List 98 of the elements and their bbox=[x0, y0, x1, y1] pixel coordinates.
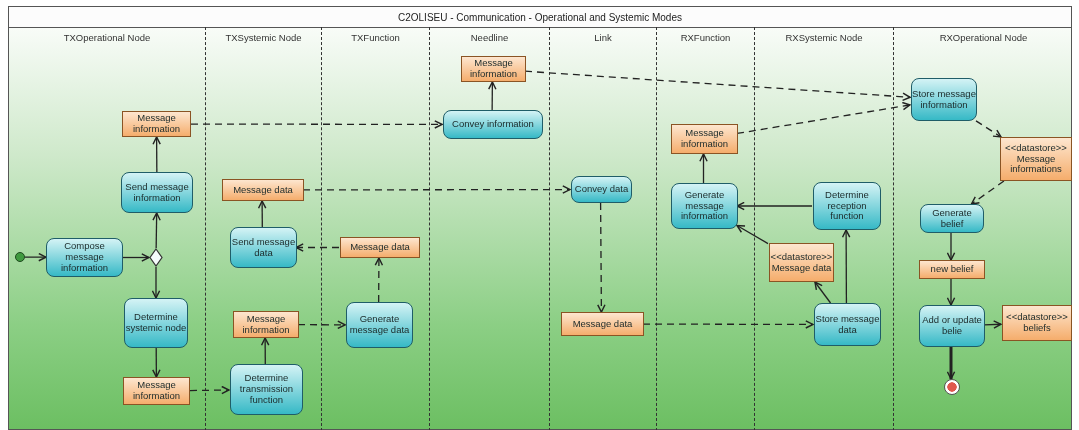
arrow bbox=[524, 70, 911, 102]
node-label: Generate message information bbox=[680, 189, 729, 223]
object-box bbox=[561, 312, 644, 336]
action-box bbox=[920, 204, 984, 233]
object-box bbox=[340, 237, 420, 258]
action-box bbox=[919, 305, 985, 347]
arrow bbox=[257, 200, 267, 228]
node-label: Determine systemic node bbox=[125, 312, 187, 334]
node-label: Determine transmission function bbox=[238, 373, 295, 406]
arrow bbox=[302, 185, 571, 194]
node-label: Convey data bbox=[574, 184, 629, 195]
arrow bbox=[841, 229, 851, 304]
arrow bbox=[295, 243, 340, 252]
arrow bbox=[374, 257, 384, 303]
arrow bbox=[190, 120, 443, 129]
arrow bbox=[975, 120, 1002, 138]
action-box bbox=[46, 238, 123, 277]
node-label: Determine reception function bbox=[824, 189, 870, 223]
action-box bbox=[230, 227, 297, 268]
arrow bbox=[189, 385, 230, 395]
stereotype-label: <<datastore>> bbox=[1006, 312, 1068, 323]
action-box bbox=[230, 364, 303, 415]
arrow bbox=[152, 136, 161, 173]
lane-header: TXSystemic Node bbox=[224, 32, 303, 43]
node-label: Store message data bbox=[815, 313, 880, 336]
node-label: Generate message data bbox=[348, 314, 411, 336]
node-label: beliefs bbox=[1023, 323, 1051, 334]
arrow bbox=[970, 180, 1005, 205]
lane-header: Link bbox=[593, 32, 613, 43]
object-box bbox=[122, 111, 191, 137]
node-label: Convey information bbox=[452, 119, 534, 130]
object-box bbox=[671, 124, 738, 154]
arrow bbox=[597, 202, 606, 313]
action-box bbox=[911, 78, 977, 121]
arrow bbox=[152, 347, 161, 378]
node-label: Message data bbox=[233, 184, 293, 196]
object-box bbox=[1000, 137, 1072, 181]
lane-header: TXOperational Node bbox=[62, 32, 152, 43]
arrow bbox=[736, 101, 911, 135]
action-box bbox=[814, 303, 881, 346]
arrow bbox=[736, 224, 769, 245]
lane-header: TXFunction bbox=[350, 32, 401, 43]
decision-diamond bbox=[149, 248, 163, 267]
node-label: Message data bbox=[771, 262, 832, 274]
start-node bbox=[15, 252, 25, 262]
node-label: Message information bbox=[132, 113, 181, 135]
node-label: Send message information bbox=[124, 181, 190, 204]
stereotype-label: <<datastore>> bbox=[1005, 142, 1067, 154]
arrow bbox=[297, 320, 346, 330]
node-label: Generate belief bbox=[931, 207, 973, 230]
node-label: Message data bbox=[572, 318, 633, 330]
arrow bbox=[946, 347, 956, 380]
node-label: Message information bbox=[241, 313, 291, 336]
object-box bbox=[233, 311, 299, 338]
object-box bbox=[919, 260, 985, 279]
lane-header: Needline bbox=[469, 32, 510, 43]
object-box bbox=[222, 179, 304, 201]
node-label: Add or update belie bbox=[921, 315, 983, 337]
action-box bbox=[671, 183, 738, 229]
action-box bbox=[813, 182, 881, 230]
node-label: Message information bbox=[469, 58, 518, 80]
arrow bbox=[946, 278, 956, 306]
stereotype-label: <<datastore>> bbox=[770, 251, 833, 263]
arrow bbox=[736, 201, 813, 211]
object-box bbox=[461, 56, 526, 82]
action-box bbox=[346, 302, 413, 348]
lane-header: RXFunction bbox=[679, 32, 732, 43]
node-label: Message information bbox=[132, 380, 181, 402]
node-label: new belief bbox=[930, 264, 974, 275]
lane-header: RXSystemic Node bbox=[784, 32, 864, 43]
node-label: Store message information bbox=[912, 88, 976, 111]
action-box bbox=[571, 176, 632, 203]
swimlane bbox=[893, 27, 1073, 430]
end-node bbox=[944, 379, 960, 395]
object-box bbox=[1002, 305, 1072, 341]
action-box bbox=[443, 110, 543, 139]
object-box bbox=[769, 243, 834, 282]
object-box bbox=[123, 377, 190, 405]
arrow bbox=[260, 337, 270, 365]
arrow bbox=[983, 320, 1002, 329]
node-label: Send message data bbox=[231, 236, 296, 259]
arrow bbox=[642, 320, 814, 329]
arrow bbox=[946, 232, 956, 261]
arrow bbox=[151, 266, 161, 299]
node-label: Message informations bbox=[1009, 153, 1063, 176]
diagram-title: C2OLISEU - Communication - Operational and Systemic Modes bbox=[398, 11, 682, 23]
arrow bbox=[24, 252, 47, 262]
action-box bbox=[121, 172, 193, 213]
node-label: Message data bbox=[350, 242, 410, 253]
node-label: Compose message information bbox=[60, 241, 109, 274]
arrow bbox=[814, 281, 832, 304]
action-box bbox=[124, 298, 188, 348]
arrow bbox=[488, 81, 497, 111]
node-label: Message information bbox=[680, 128, 729, 150]
lane-header: RXOperational Node bbox=[938, 32, 1029, 43]
arrow bbox=[152, 212, 161, 249]
arrow bbox=[122, 253, 150, 262]
arrow bbox=[699, 153, 708, 184]
